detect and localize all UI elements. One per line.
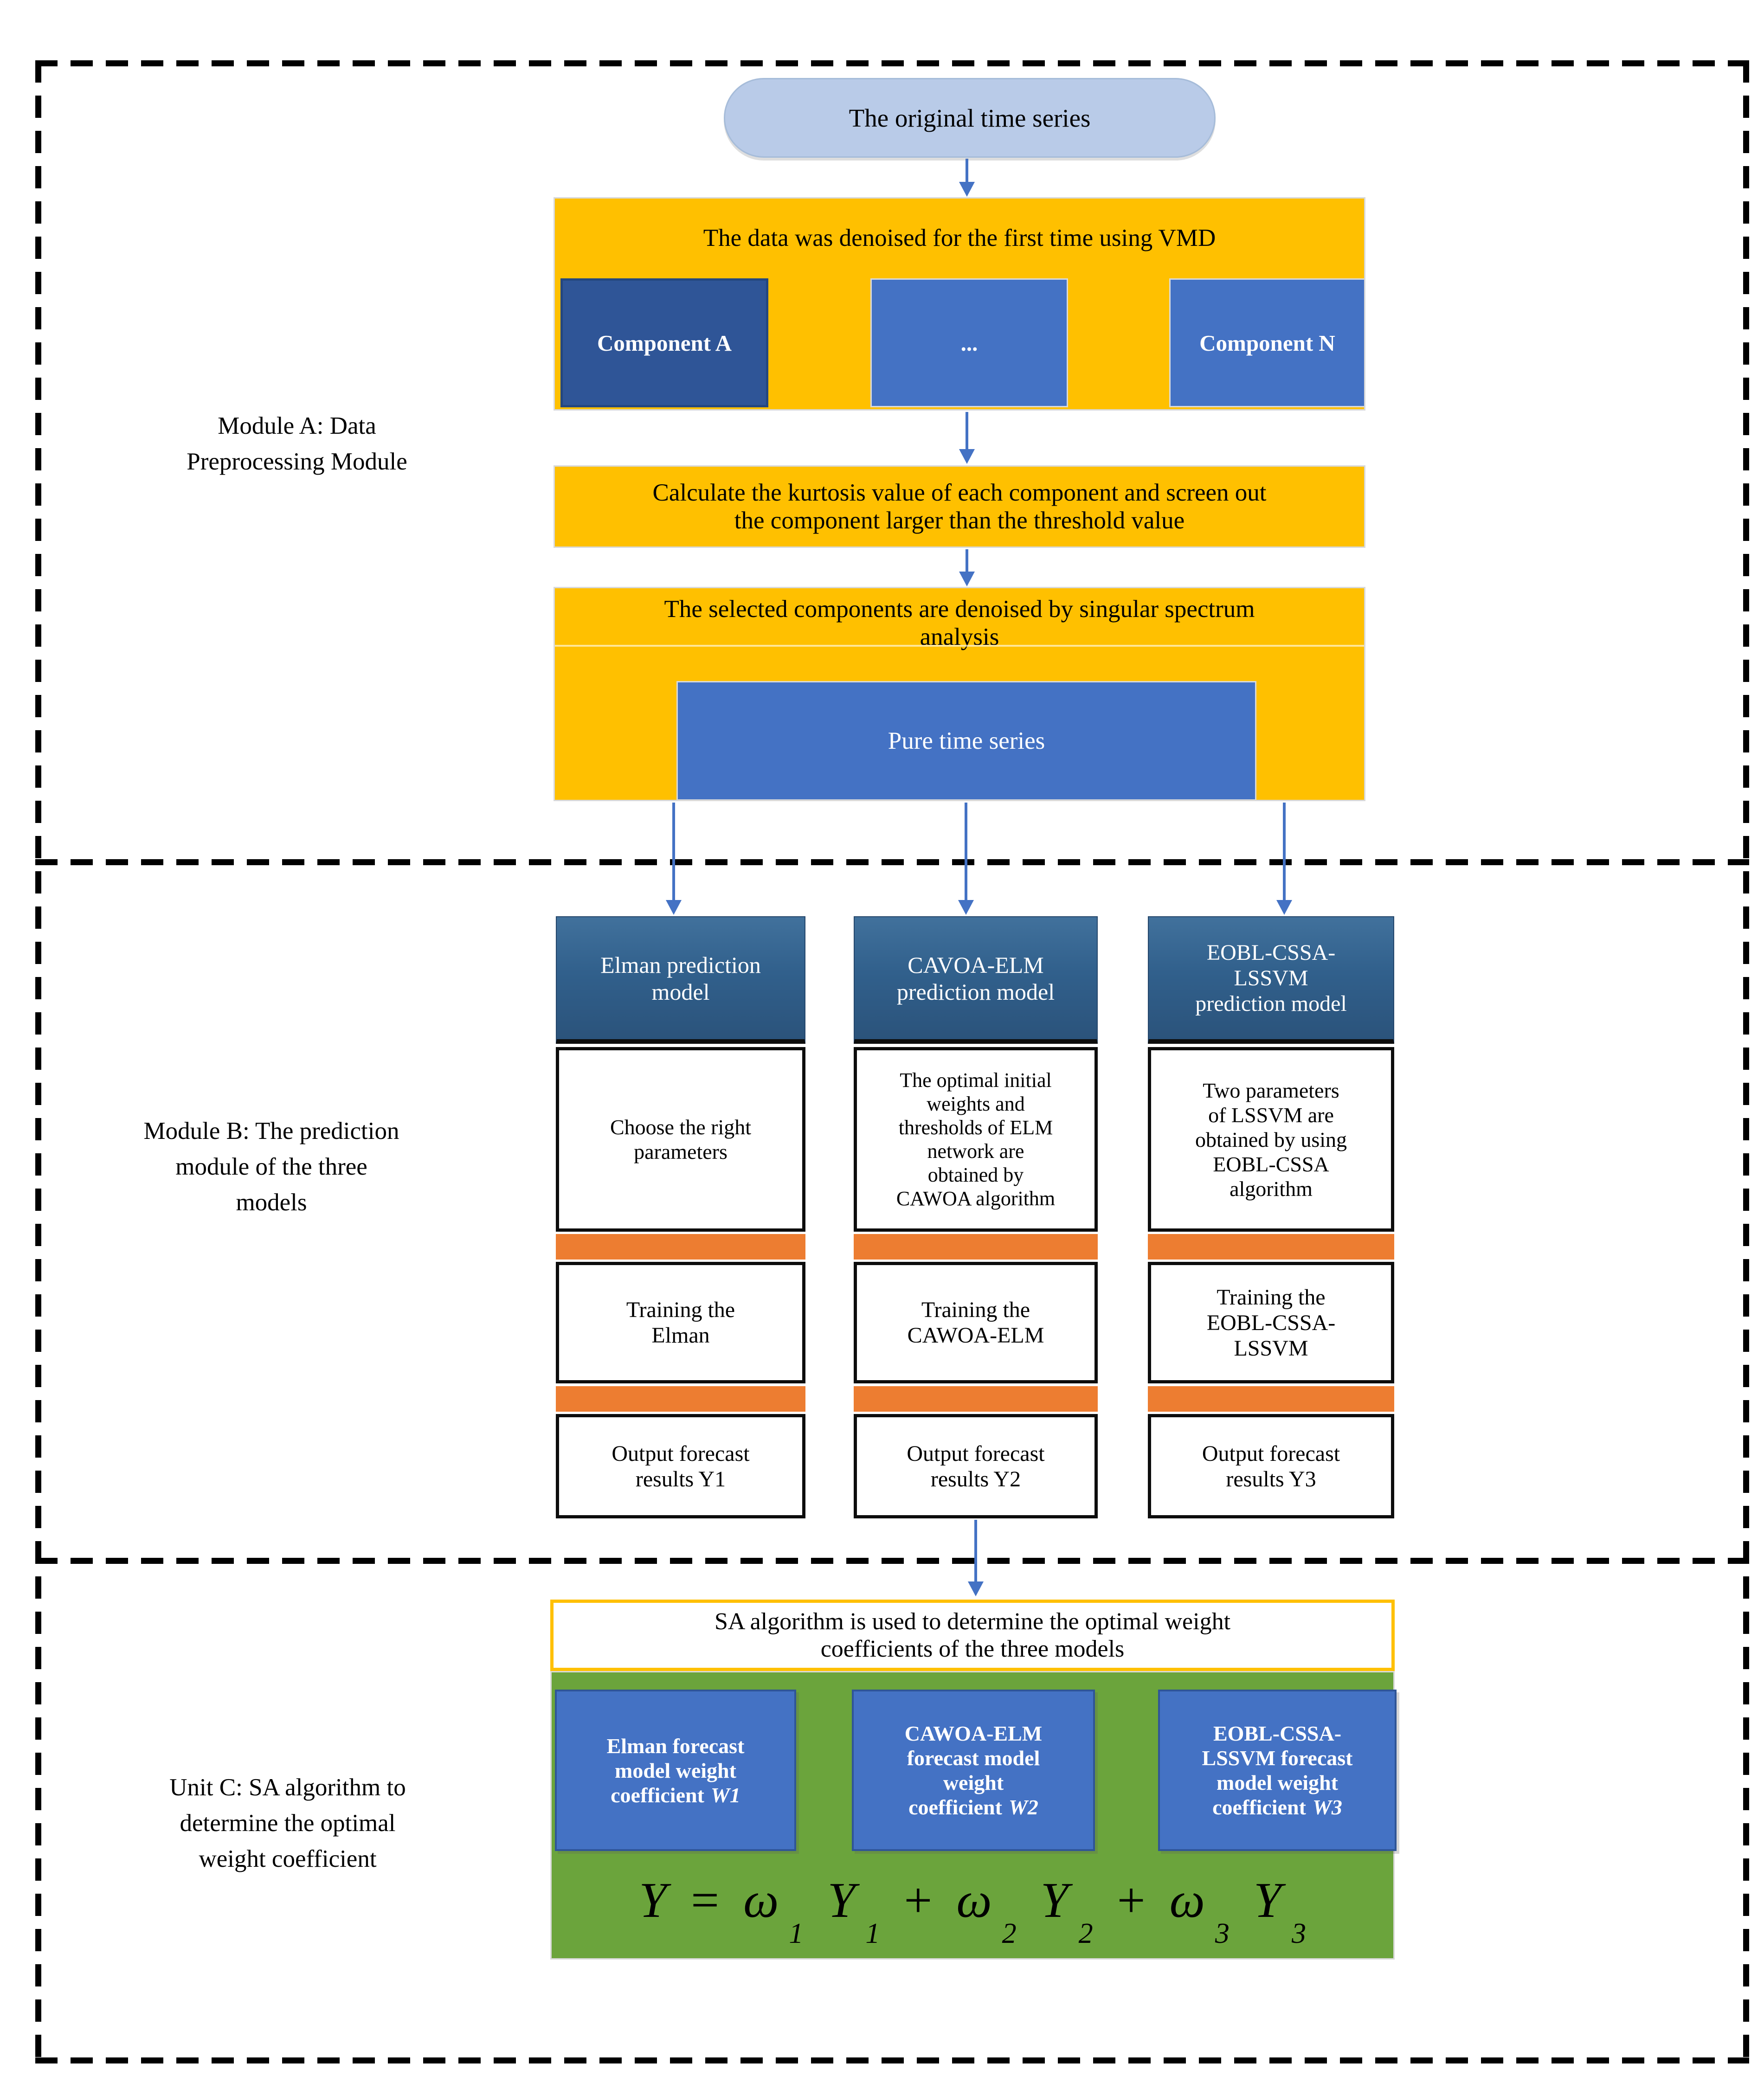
eobl-weight-label: EOBL-CSSA- LSSVM forecast model weight c… [1202, 1721, 1353, 1819]
eobl-weight-coeff: W3 [1312, 1795, 1342, 1819]
cavoa-elm-header-label: CAVOA-ELM prediction model [896, 951, 1055, 1005]
kurtosis-label: Calculate the kurtosis value of each com… [652, 479, 1267, 534]
eobl-body-label: Two parameters of LSSVM are obtained by … [1195, 1078, 1347, 1201]
elman-body-label: Choose the right parameters [610, 1115, 752, 1163]
elman-training-node: Training the Elman [556, 1262, 805, 1383]
eobl-weight-node: EOBL-CSSA- LSSVM forecast model weight c… [1158, 1690, 1397, 1851]
arrow-output-to-sa [974, 1520, 977, 1582]
cawoa-elm-weight-label: CAWOA-ELM forecast model weight coeffici… [905, 1721, 1042, 1819]
cavoa-elm-output-node: Output forecast results Y2 [854, 1414, 1098, 1518]
cavoa-elm-separator-2 [854, 1386, 1098, 1412]
component-a-node: Component A [560, 278, 768, 407]
frame-border-top [35, 60, 1749, 66]
eobl-output-label: Output forecast results Y3 [1202, 1441, 1340, 1491]
arrow-pure-to-eobl-cssa-lssvm [1283, 803, 1286, 901]
kurtosis-node: Calculate the kurtosis value of each com… [554, 465, 1365, 548]
cavoa-elm-separator-1 [854, 1234, 1098, 1260]
cawoa-elm-weight-text: CAWOA-ELM forecast model weight coeffici… [904, 1722, 1043, 1819]
cawoa-elm-weight-coeff: W2 [1008, 1795, 1038, 1819]
elman-header-node: Elman prediction model [556, 916, 805, 1044]
cavoa-elm-training-node: Training the CAWOA-ELM [854, 1262, 1098, 1383]
frame-border-bottom [35, 2057, 1749, 2063]
module-b-label: Module B: The prediction module of the t… [143, 1118, 399, 1216]
cawoa-elm-weight-node: CAWOA-ELM forecast model weight coeffici… [852, 1690, 1095, 1851]
original-time-series-node: The original time series [724, 78, 1216, 158]
frame-border-left [35, 60, 41, 2063]
elman-body-node: Choose the right parameters [556, 1047, 805, 1232]
arrow-pill-to-vmd [966, 159, 968, 183]
arrow-vmd-to-kurtosis [966, 412, 968, 450]
cavoa-elm-training-label: Training the CAWOA-ELM [907, 1298, 1044, 1348]
arrow-pure-to-elman [672, 803, 675, 901]
elman-training-label: Training the Elman [626, 1298, 735, 1348]
pure-time-series-node: Pure time series [676, 681, 1256, 801]
eobl-header-label: EOBL-CSSA- LSSVM prediction model [1195, 940, 1347, 1016]
elman-separator-2 [556, 1386, 805, 1412]
elman-weight-text: Elman forecast model weight coefficient [606, 1734, 745, 1807]
cavoa-elm-header-node: CAVOA-ELM prediction model [854, 916, 1098, 1044]
cavoa-elm-output-label: Output forecast results Y2 [907, 1441, 1045, 1491]
component-n-node: Component N [1169, 278, 1365, 407]
original-time-series-label: The original time series [849, 103, 1091, 132]
module-a-b-separator [35, 859, 1749, 865]
eobl-training-label: Training the EOBL-CSSA- LSSVM [1206, 1285, 1336, 1361]
ssa-divider [555, 645, 1364, 647]
eobl-separator-1 [1148, 1234, 1394, 1260]
eobl-weight-text: EOBL-CSSA- LSSVM forecast model weight c… [1202, 1722, 1353, 1819]
elman-separator-1 [556, 1234, 805, 1260]
eobl-header-node: EOBL-CSSA- LSSVM prediction model [1148, 916, 1394, 1044]
elman-output-label: Output forecast results Y1 [612, 1441, 750, 1491]
ssa-label: The selected components are denoised by … [664, 596, 1255, 650]
cavoa-elm-body-label: The optimal initial weights and threshol… [896, 1069, 1056, 1210]
cavoa-elm-body-node: The optimal initial weights and threshol… [854, 1047, 1098, 1232]
arrow-kurtosis-to-ssa [966, 549, 968, 572]
module-b-c-separator [35, 1558, 1749, 1564]
eobl-body-node: Two parameters of LSSVM are obtained by … [1148, 1047, 1394, 1232]
sa-algorithm-label: SA algorithm is used to determine the op… [714, 1608, 1231, 1662]
vmd-denoise-label: The data was denoised for the first time… [703, 225, 1216, 251]
module-a-label: Module A: Data Preprocessing Module [187, 412, 407, 475]
arrow-pure-to-cavoa-elm [965, 803, 967, 901]
component-n-label: Component N [1199, 330, 1335, 356]
elman-output-node: Output forecast results Y1 [556, 1414, 805, 1518]
pure-time-series-label: Pure time series [888, 727, 1045, 754]
module-c-label: Unit C: SA algorithm to determine the op… [169, 1774, 406, 1872]
eobl-training-node: Training the EOBL-CSSA- LSSVM [1148, 1262, 1394, 1383]
component-ellipsis-node: ... [870, 278, 1068, 407]
frame-border-right [1743, 60, 1749, 2063]
component-a-label: Component A [597, 330, 732, 356]
sa-algorithm-node: SA algorithm is used to determine the op… [550, 1600, 1395, 1671]
elman-header-label: Elman prediction model [600, 951, 761, 1005]
component-ellipsis-label: ... [960, 330, 978, 356]
elman-weight-coeff: W1 [710, 1783, 740, 1807]
eobl-separator-2 [1148, 1386, 1394, 1412]
eobl-output-node: Output forecast results Y3 [1148, 1414, 1394, 1518]
